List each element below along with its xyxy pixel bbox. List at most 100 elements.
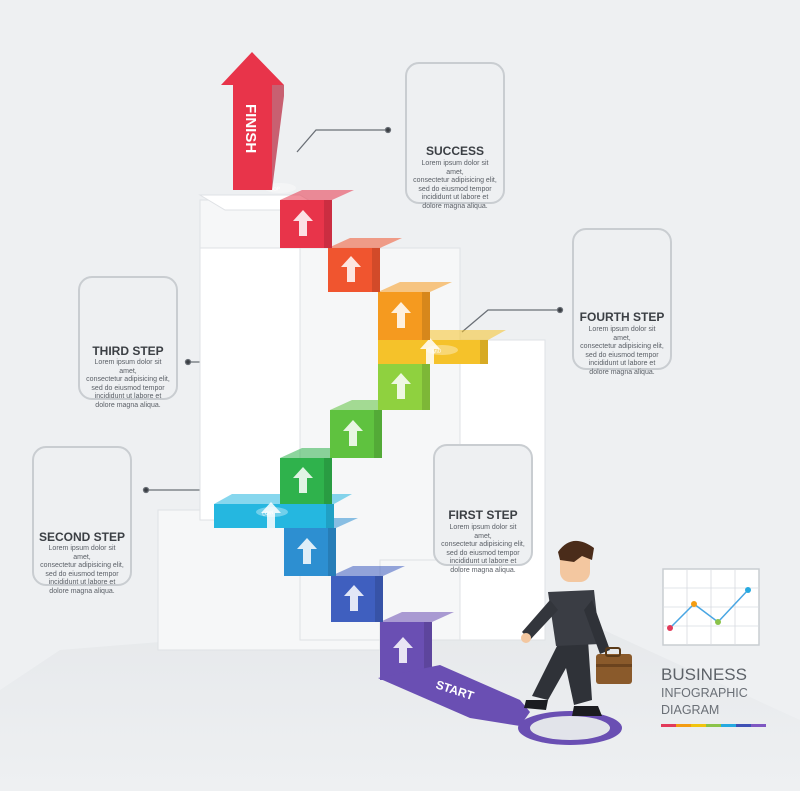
card-third-step-line-3: sed do eiusmod tempor [91,384,165,392]
colored-step [378,282,452,340]
card-fourth-step-title: FOURTH STEP [579,310,665,324]
card-success: SUCCESS Lorem ipsum dolor sit amet, cons… [405,62,505,210]
card-fourth-step-line-2: consectetur adipisicing elit, [580,343,664,350]
title-bar-segment [661,724,676,727]
card-first-step-line-4: incididunt ut labore et [449,558,517,565]
up-arrow-icon [341,256,361,282]
card-success-line-1: Lorem ipsum dolor sit amet, [421,160,489,176]
card-second-step-title: SECOND STEP [38,530,125,544]
title-bar-segment [721,724,736,727]
connector-success [296,129,388,153]
card-third-step-line-2: consectetur adipisicing elit, [86,376,170,383]
card-third-step-line-5: dolore magna aliqua. [95,401,161,409]
step-tread [331,566,405,576]
staircase: TOP MID LOW [157,183,546,680]
title-bar-segment [706,724,721,727]
finish-arrow: FINISH [221,52,284,190]
colored-step [328,238,402,292]
badge-label: LOW [262,510,275,518]
title-line-1: BUSINESS [661,665,747,684]
start-path: START [378,665,622,745]
step-tread [380,612,454,622]
step-tread [328,238,402,248]
step-shade [324,200,332,248]
title-bar-segment [751,724,766,727]
landing-badge: MID [426,345,458,356]
badge-plate [256,507,288,517]
card-fourth-step-line-5: dolore magna aliqua. [589,368,655,376]
finish-label: FINISH [242,104,259,153]
badge-label: TOP [270,186,282,194]
up-arrow-icon [420,338,440,364]
up-arrow-icon [261,502,281,528]
card-fourth-step-line-3: sed do eiusmod tempor [585,351,659,359]
up-arrow-icon [391,302,411,328]
title-bar-segment [736,724,751,727]
card-second-step-line-3: sed do eiusmod tempor [45,570,119,578]
step-tread [280,190,354,200]
card-second-step-line-2: consectetur adipisicing elit, [40,562,124,569]
card-first-step: FIRST STEP Lorem ipsum dolor sit amet, c… [433,444,533,574]
badge-label: MID [432,348,442,356]
card-first-step-line-1: Lorem ipsum dolor sit amet, [449,524,517,540]
card-success-title: SUCCESS [425,144,484,158]
card-second-step-line-1: Lorem ipsum dolor sit amet, [48,545,116,561]
step-tread [378,282,452,292]
landing-badge: LOW [256,507,288,518]
step-shade [326,504,334,528]
card-first-step-line-2: consectetur adipisicing elit, [441,541,525,548]
step-shade [324,458,332,504]
colored-step [331,566,405,622]
up-arrow-icon [393,637,413,663]
card-third-step-body: Lorem ipsum dolor sit amet, consectetur … [80,359,176,410]
card-third-step-line-4: incididunt ut labore et [94,393,162,400]
badge-plate [426,345,458,355]
title-line-3: DIAGRAM [661,703,720,717]
title-block: BUSINESS INFOGRAPHIC DIAGRAM [661,665,781,725]
card-first-step-body: Lorem ipsum dolor sit amet, consectetur … [435,524,531,575]
card-fourth-step-line-1: Lorem ipsum dolor sit amet, [588,326,656,342]
step-shade [480,340,488,364]
card-second-step-line-4: incididunt ut labore et [48,579,116,586]
step-shade [422,292,430,340]
up-arrow-icon [297,538,317,564]
card-fourth-step: FOURTH STEP Lorem ipsum dolor sit amet, … [572,228,672,376]
title-line-2: INFOGRAPHIC [661,686,748,700]
card-second-step-body: Lorem ipsum dolor sit amet, consectetur … [34,545,130,596]
title-color-bar [661,724,766,727]
card-fourth-step-body: Lorem ipsum dolor sit amet, consectetur … [574,326,670,377]
up-arrow-icon [293,467,313,493]
title-bar-segment [691,724,706,727]
card-success-line-3: sed do eiusmod tempor [418,185,492,193]
step-shade [375,576,383,622]
card-third-step: THIRD STEP Lorem ipsum dolor sit amet, c… [78,276,178,409]
card-third-step-title: THIRD STEP [92,344,164,358]
up-arrow-icon [344,585,364,611]
card-success-line-2: consectetur adipisicing elit, [413,177,497,184]
step-shade [374,410,382,458]
card-success-line-4: incididunt ut labore et [421,194,489,201]
step-shade [372,248,380,292]
card-success-body: Lorem ipsum dolor sit amet, consectetur … [407,160,503,211]
up-arrow-icon [391,373,411,399]
colored-step [280,190,354,248]
card-second-step: SECOND STEP Lorem ipsum dolor sit amet, … [32,446,132,595]
connector-fourth [461,309,560,333]
colored-step [280,448,354,504]
step-shade [328,528,336,576]
mini-line-chart [662,568,760,646]
businessman [521,540,632,716]
card-fourth-step-line-4: incididunt ut labore et [588,360,656,367]
up-arrow-icon [293,210,313,236]
card-first-step-line-3: sed do eiusmod tempor [446,549,520,557]
up-arrow-icon [343,420,363,446]
card-second-step-line-5: dolore magna aliqua. [49,587,115,595]
step-shade [422,364,430,410]
card-third-step-line-1: Lorem ipsum dolor sit amet, [94,359,162,375]
card-first-step-line-5: dolore magna aliqua. [450,566,516,574]
step-shade [424,622,432,680]
card-success-line-5: dolore magna aliqua. [422,202,488,210]
card-first-step-title: FIRST STEP [448,508,518,522]
